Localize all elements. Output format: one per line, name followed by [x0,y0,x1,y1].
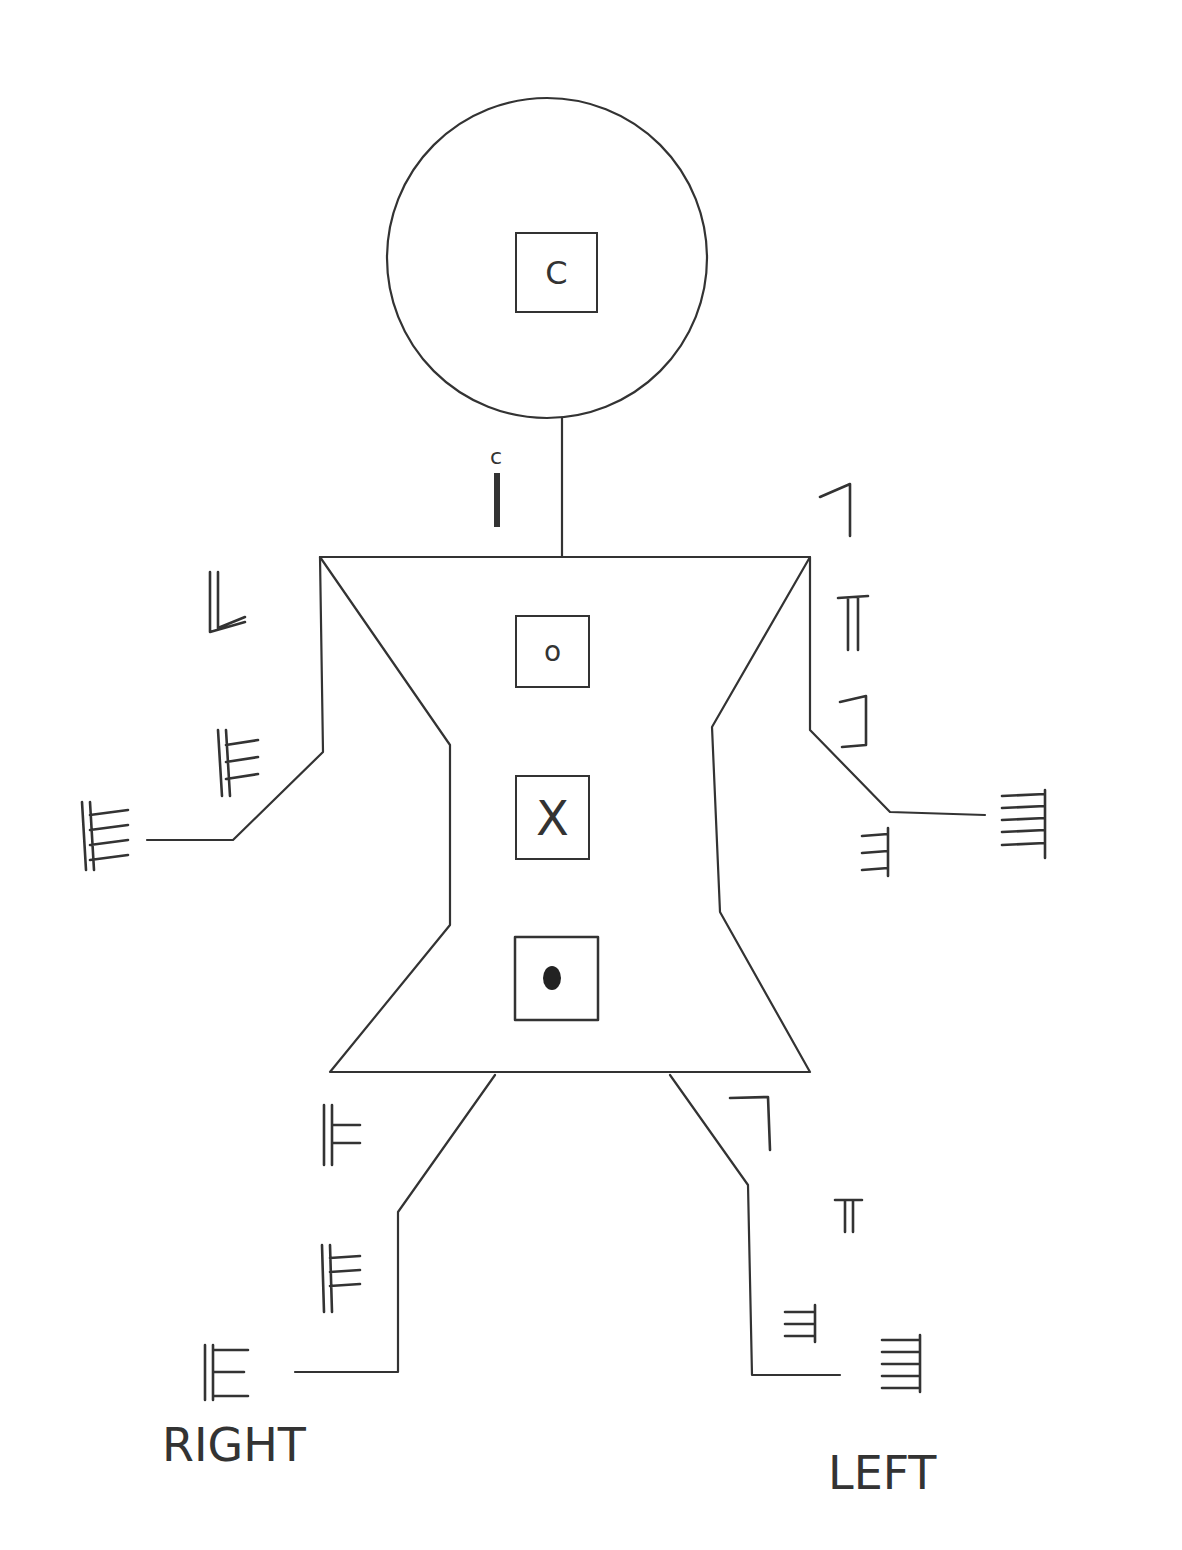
neck-line [561,418,563,556]
dot-box [515,937,598,1020]
box-symbol: o [544,638,561,666]
mark-letter: c [490,446,502,468]
side-label: RIGHT [162,1422,306,1468]
left-arm [810,557,985,815]
left-leg [670,1075,840,1375]
right-arm [147,557,323,840]
belly-symbol-box: X [515,775,590,860]
head-symbol-box: C [515,232,598,313]
side-label: LEFT [828,1450,936,1496]
head-circle [387,98,707,418]
torso-outline [320,557,810,1072]
box-symbol: C [545,257,567,289]
box-symbol: X [536,794,569,842]
filled-dot [543,966,561,990]
chest-symbol-box: o [515,615,590,688]
right-leg [295,1075,495,1372]
tally-marks [82,473,1045,1400]
